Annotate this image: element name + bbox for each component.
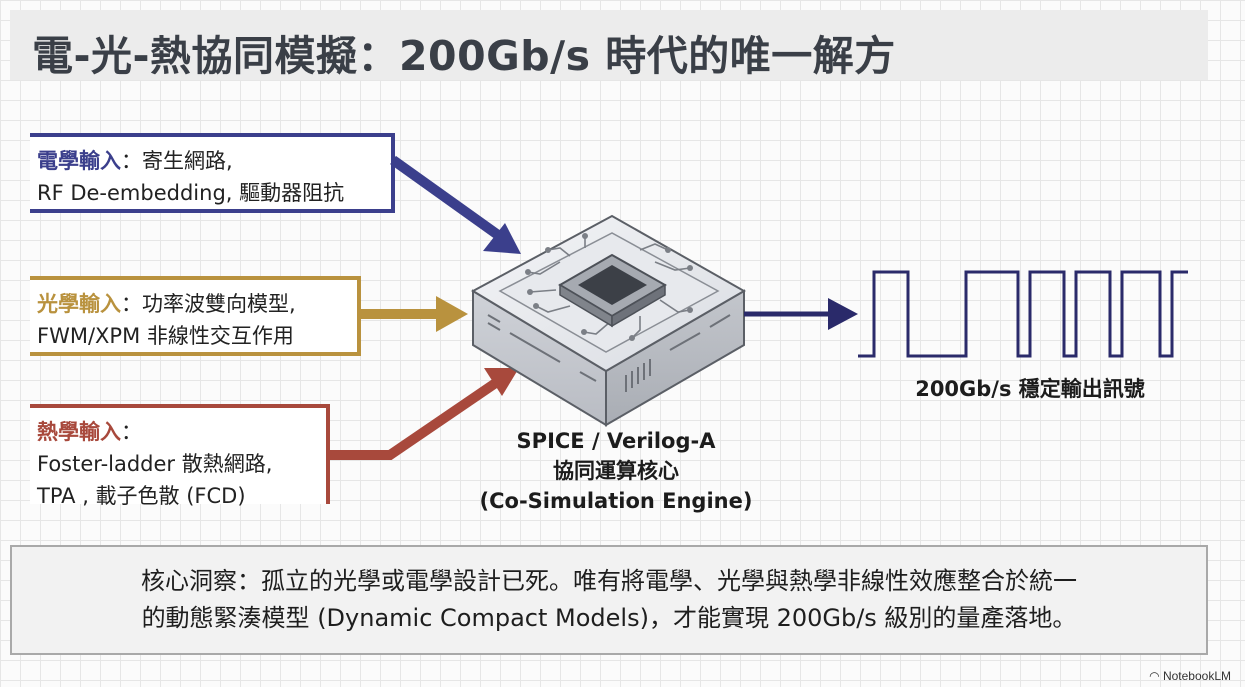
square-wave-icon (858, 270, 1188, 358)
thermal-input-box: 熱學輸入： Foster-ladder 散熱網路, TPA , 載子色散 (FC… (30, 404, 330, 508)
insight-box: 核心洞察：孤立的光學或電學設計已死。唯有將電學、光學與熱學非線性效應整合於統一 … (10, 545, 1208, 655)
optical-input-line2: FWM/XPM 非線性交互作用 (37, 324, 294, 348)
output-arrow (744, 298, 858, 330)
brand-watermark: ◠ NotebookLM (1149, 669, 1231, 683)
notebooklm-logo-icon: ◠ (1149, 669, 1160, 683)
engine-label: SPICE / Verilog-A 協同運算核心 (Co-Simulation … (468, 426, 764, 516)
engine-label-line3: (Co-Simulation Engine) (479, 489, 753, 513)
insight-line2: 的動態緊湊模型 (Dynamic Compact Models)，才能實現 20… (141, 604, 1077, 632)
electrical-input-line1: ：寄生網路, (121, 149, 233, 173)
optical-input-heading: 光學輸入 (37, 292, 121, 316)
output-signal-label: 200Gb/s 穩定輸出訊號 (915, 377, 1145, 401)
thermal-input-line1: ： (121, 420, 142, 444)
optical-arrow (359, 296, 468, 332)
electrical-input-heading: 電學輸入 (37, 149, 121, 173)
brand-label: NotebookLM (1162, 669, 1231, 683)
insight-line1: 核心洞察：孤立的光學或電學設計已死。唯有將電學、光學與熱學非線性效應整合於統一 (141, 567, 1077, 595)
electrical-arrow (390, 155, 521, 254)
optical-input-line1: ：功率波雙向模型, (121, 292, 296, 316)
electrical-input-box: 電學輸入：寄生網路, RF De-embedding, 驅動器阻抗 (30, 133, 395, 213)
engine-label-line1: SPICE / Verilog-A (516, 429, 716, 453)
optical-input-box: 光學輸入：功率波雙向模型, FWM/XPM 非線性交互作用 (30, 276, 361, 356)
engine-label-line2: 協同運算核心 (553, 459, 679, 483)
thermal-input-heading: 熱學輸入 (37, 420, 121, 444)
thermal-arrow (330, 368, 519, 460)
chip-server-icon (470, 214, 747, 427)
page-title: 電-光-熱協同模擬：200Gb/s 時代的唯一解方 (32, 32, 896, 80)
thermal-input-line3: TPA , 載子色散 (FCD) (37, 484, 246, 508)
thermal-input-line2: Foster-ladder 散熱網路, (37, 452, 273, 476)
title-bar: 電-光-熱協同模擬：200Gb/s 時代的唯一解方 (10, 10, 1208, 80)
electrical-input-line2: RF De-embedding, 驅動器阻抗 (37, 181, 345, 205)
